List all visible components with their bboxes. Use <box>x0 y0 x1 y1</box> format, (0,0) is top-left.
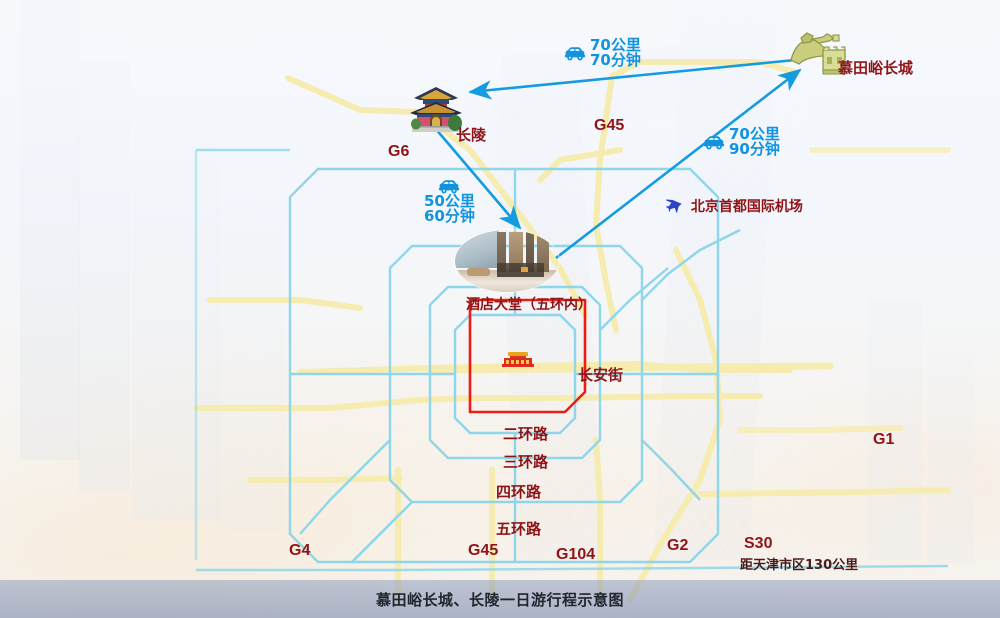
poi-label-airport-text: 北京首都国际机场 <box>690 199 803 215</box>
ring-label-3: 三环路 <box>503 453 549 471</box>
figure-caption: 慕田峪长城、长陵一日游行程示意图 <box>375 590 624 609</box>
highway-label-g45-south: G45 <box>468 542 499 559</box>
highway-label-g4: G4 <box>289 542 311 559</box>
s30-distance-note: 距天津市区130公里 <box>740 558 859 573</box>
poi-label-airport: 北京首都国际机场 <box>664 196 803 216</box>
airplane-icon <box>666 199 682 213</box>
car-icon <box>439 180 460 194</box>
hotel-lobby-photo <box>455 230 559 292</box>
route-label-hotel-to-mutianyu: 70公里 90分钟 <box>703 125 780 159</box>
inner-city-outline <box>468 298 587 414</box>
ring-label-5: 五环路 <box>496 520 542 538</box>
ring-label-4: 四环路 <box>496 483 542 501</box>
route-duration: 60分钟 <box>424 207 475 226</box>
highway-label-g6: G6 <box>388 143 410 160</box>
route-duration: 90分钟 <box>729 140 780 159</box>
route-label-mutianyu-to-changling: 70公里 70分钟 <box>564 36 641 70</box>
route-changling-to-hotel <box>434 127 522 230</box>
highway-label-g45-north: G45 <box>594 117 625 134</box>
route-label-changling-to-hotel: 50公里 60分钟 <box>424 178 475 225</box>
route-distance: 70公里 <box>590 36 641 54</box>
route-arrows <box>434 58 802 260</box>
highway-label-s30: S30 <box>744 535 773 552</box>
route-duration: 70分钟 <box>590 51 641 70</box>
car-icon <box>703 136 725 150</box>
route-hotel-to-mutianyu <box>555 68 802 260</box>
poi-label-mutianyu: 慕田峪长城 <box>838 59 914 77</box>
street-label-changan: 长安街 <box>578 366 624 384</box>
route-distance: 70公里 <box>729 125 780 143</box>
highway-label-g104: G104 <box>556 546 596 563</box>
ring-road-network <box>194 148 949 572</box>
highway-network <box>193 59 951 603</box>
great-wall-icon <box>790 32 846 75</box>
tiananmen-icon <box>502 352 534 367</box>
poi-label-changling: 长陵 <box>456 126 487 144</box>
highway-label-g1: G1 <box>873 431 895 448</box>
caption-bar <box>0 580 1000 618</box>
car-icon <box>564 47 586 61</box>
ring-label-2: 二环路 <box>503 425 549 443</box>
highway-label-g2: G2 <box>667 537 689 554</box>
poi-label-hotel: 酒店大堂（五环内） <box>466 297 592 313</box>
route-distance: 50公里 <box>424 192 475 210</box>
pagoda-icon <box>410 87 462 132</box>
route-mutianyu-to-changling <box>468 58 796 100</box>
